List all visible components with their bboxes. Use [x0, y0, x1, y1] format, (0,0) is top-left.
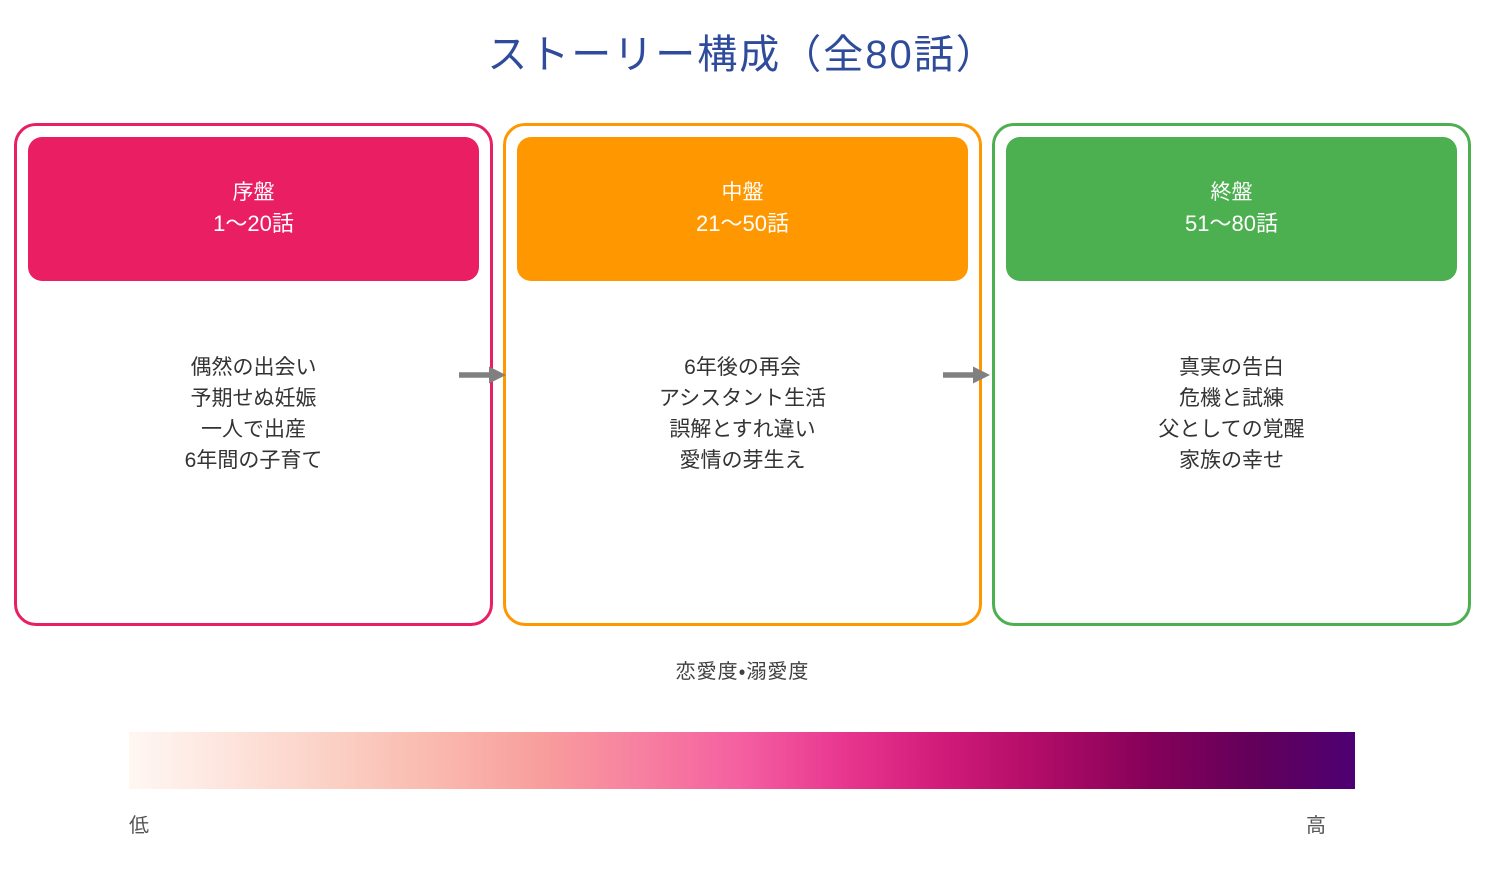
phase-body-2: 6年後の再会 アシスタント生活 誤解とすれ違い 愛情の芽生え [506, 281, 979, 623]
phase-body-line: 6年後の再会 [684, 356, 801, 379]
phase-body-line: 一人で出産 [201, 418, 306, 441]
phase-panel-中盤[interactable]: 中盤 21〜50話 6年後の再会 アシスタント生活 誤解とすれ違い 愛情の芽生え [503, 123, 982, 626]
phase-range-1: 1〜20話 [213, 211, 294, 236]
phase-body-line: 真実の告白 [1179, 356, 1284, 379]
phase-panel-終盤[interactable]: 終盤 51〜80話 真実の告白 危機と試練 父としての覚醒 家族の幸せ [992, 123, 1471, 626]
phase-name-2: 中盤 [721, 181, 764, 204]
phase-body-line: 偶然の出会い [190, 356, 317, 379]
colorbar-low-label: 低 [129, 815, 149, 837]
phase-panel-序盤[interactable]: 序盤 1〜20話 偶然の出会い 予期せぬ妊娠 一人で出産 6年間の子育て [14, 123, 493, 626]
colorbar-caption: 恋愛度・溺愛度 [675, 661, 810, 683]
colorbar-high-label: 高 [1306, 815, 1326, 837]
phase-body-1: 偶然の出会い 予期せぬ妊娠 一人で出産 6年間の子育て [17, 281, 490, 623]
phase-body-line: 愛情の芽生え [679, 449, 806, 472]
phase-name-1: 序盤 [232, 181, 275, 204]
phase-body-3: 真実の告白 危機と試練 父としての覚醒 家族の幸せ [995, 281, 1468, 623]
phase-name-3: 終盤 [1210, 181, 1253, 204]
phase-header-3: 終盤 51〜80話 [1006, 137, 1457, 281]
phase-header-1: 序盤 1〜20話 [28, 137, 479, 281]
phase-panel-row: 序盤 1〜20話 偶然の出会い 予期せぬ妊娠 一人で出産 6年間の子育て 中盤 … [14, 123, 1471, 626]
phase-range-2: 21〜50話 [696, 211, 789, 236]
phase-body-line: 誤解とすれ違い [669, 418, 816, 441]
phase-body-line: 家族の幸せ [1179, 449, 1284, 472]
phase-body-line: 6年間の子育て [184, 449, 323, 472]
phase-body-line: 父としての覚醒 [1158, 418, 1305, 441]
phase-body-line: 危機と試練 [1179, 387, 1284, 410]
phase-body-line: 予期せぬ妊娠 [190, 387, 317, 410]
phase-range-3: 51〜80話 [1185, 211, 1278, 236]
phase-header-2: 中盤 21〜50話 [517, 137, 968, 281]
phase-body-line: アシスタント生活 [658, 387, 827, 410]
colorbar-gradient [129, 732, 1355, 789]
colorbar [129, 732, 1355, 789]
page-title: ストーリー構成（全80話） [487, 33, 998, 77]
